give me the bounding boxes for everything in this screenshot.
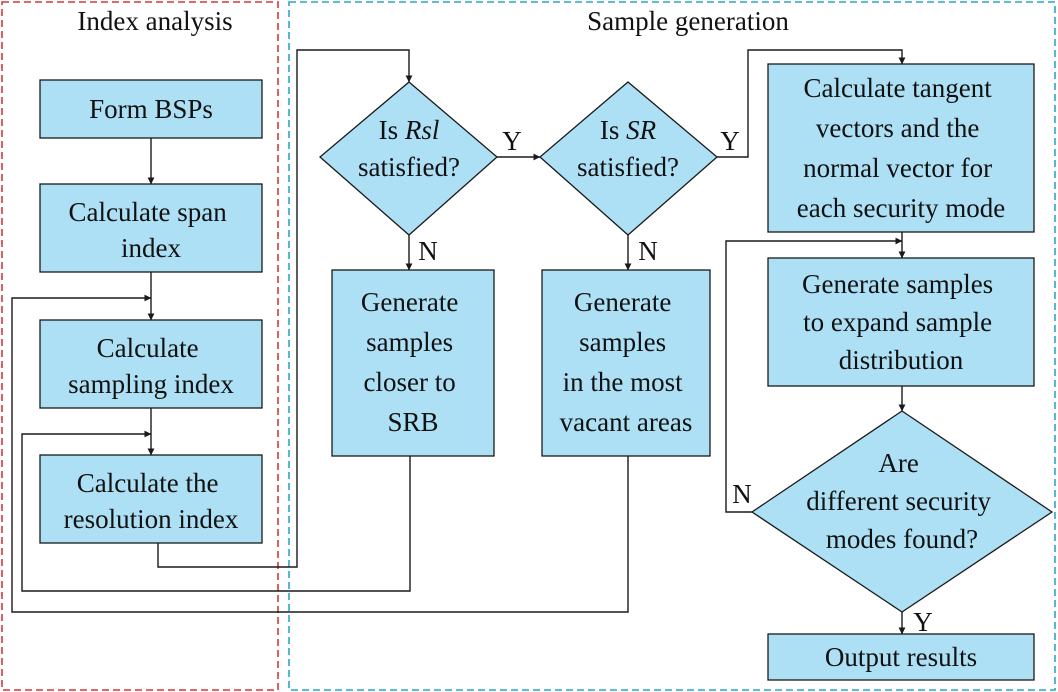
index-analysis-title: Index analysis [77, 6, 232, 36]
gen-expand-label: Generate samples to expand sample distri… [802, 269, 1000, 375]
edge-modes-no-to-expand [725, 237, 903, 513]
is-sr-label-line2: satisfied? [577, 152, 679, 182]
gen-closer-label: Generate samples closer to SRB [361, 287, 465, 437]
output-box [767, 633, 1035, 681]
is-rsl-label-line2: satisfied? [358, 152, 460, 182]
form-bsps-box [39, 79, 263, 139]
form-bsps-label: Form BSPs [89, 94, 213, 124]
is-sr-label: Is SR [600, 115, 657, 145]
edge-label-rsl-yes: Y [502, 126, 522, 156]
edge-vacant-to-sampling [11, 294, 629, 613]
gen-vacant-label: Generate samples in the most vacant area… [560, 287, 693, 437]
sample-generation-title: Sample generation [587, 6, 789, 36]
gen-expand-box [767, 257, 1035, 387]
gen-vacant-box [541, 269, 711, 457]
index-analysis-group-border [1, 1, 279, 691]
calc-sampling-box [39, 319, 263, 409]
edge-closer-to-resolution [21, 430, 411, 592]
calc-resolution-box [39, 454, 263, 544]
calc-resolution-label: Calculate the resolution index [64, 468, 239, 534]
are-modes-label: Are different security modes found? [806, 448, 997, 554]
edge-label-modes-yes: Y [913, 607, 933, 637]
edge-label-sr-yes: Y [720, 126, 740, 156]
calc-sampling-label: Calculate sampling index [68, 333, 234, 399]
calc-tangent-box [767, 63, 1035, 233]
edge-resolution-to-rsl [157, 49, 413, 568]
gen-closer-box [331, 269, 495, 457]
is-rsl-label: Is Rsl [379, 115, 440, 145]
calc-tangent-label: Calculate tangent vectors and the normal… [797, 73, 1005, 223]
edge-label-rsl-no: N [418, 236, 438, 266]
edge-label-modes-no: N [732, 479, 752, 509]
edge-sr-yes-to-tangent [717, 49, 906, 158]
sample-generation-group-border [288, 1, 1056, 691]
output-label: Output results [825, 642, 977, 672]
calc-span-label: Calculate span index [69, 197, 234, 263]
edge-label-sr-no: N [638, 236, 658, 266]
